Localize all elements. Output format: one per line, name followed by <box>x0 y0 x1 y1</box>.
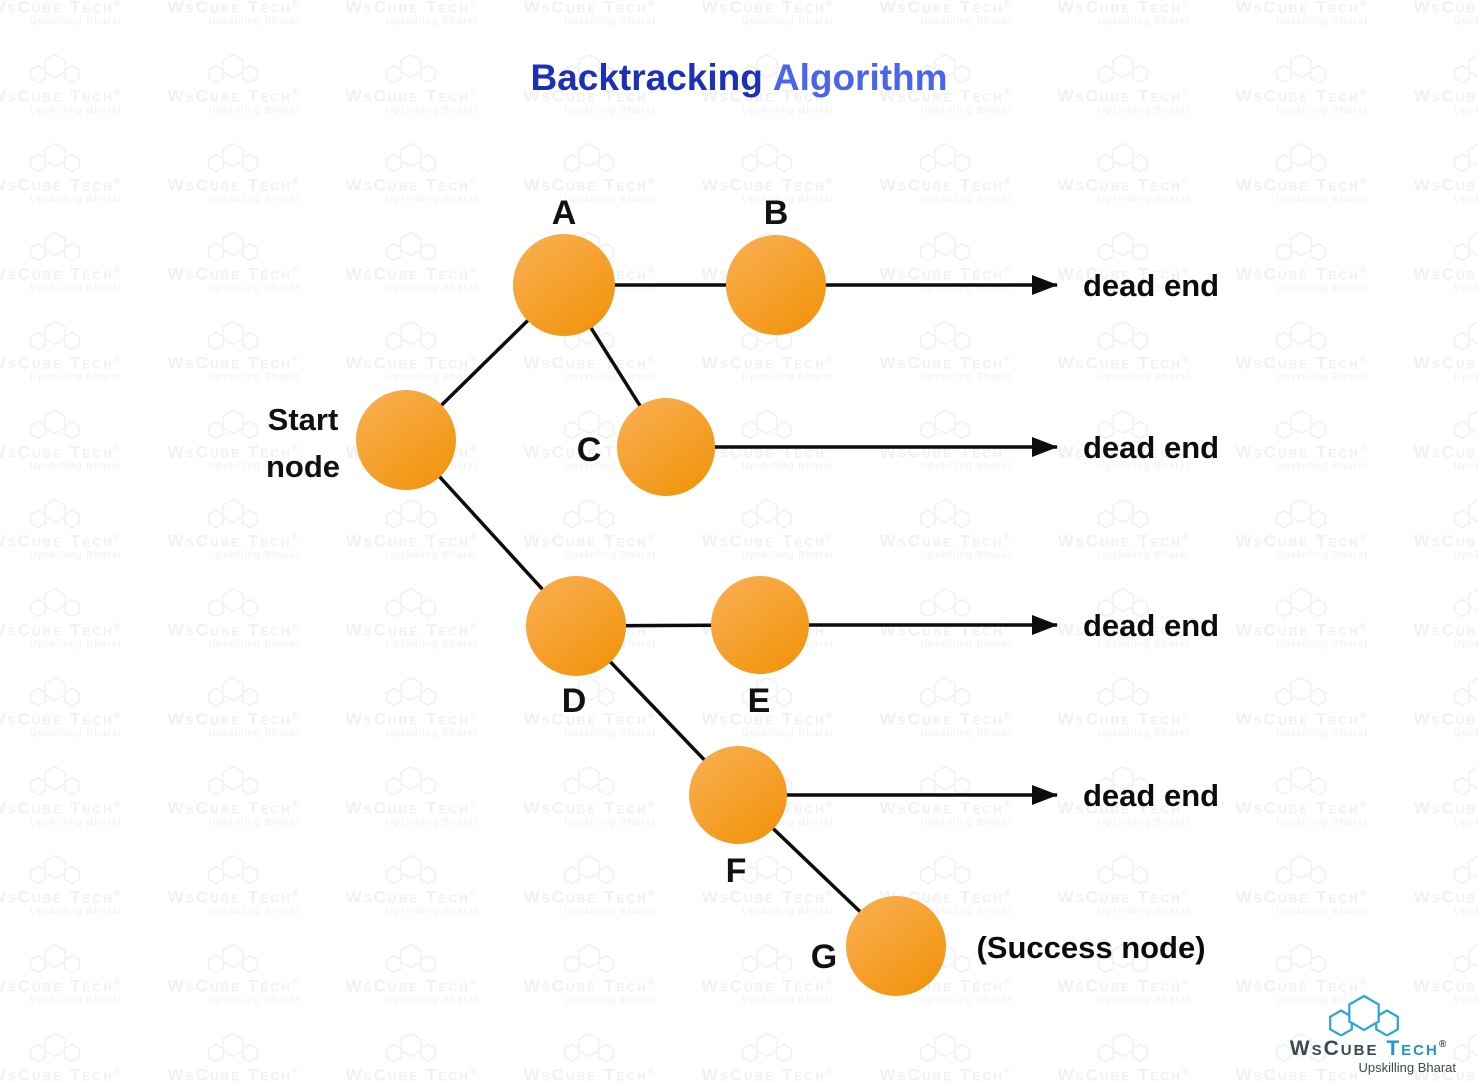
node-label-D: D <box>562 682 587 720</box>
wscube-logo: WsCube Tech® Upskilling Bharat <box>1278 994 1458 1076</box>
logo-hexagons-icon <box>1329 994 1399 1036</box>
dead-end-label-C: dead end <box>1083 430 1219 465</box>
logo-subtitle: Upskilling Bharat <box>1358 1060 1456 1075</box>
node-D <box>526 576 626 676</box>
registered-mark-icon: ® <box>1438 1039 1447 1050</box>
logo-name-primary: WsCube <box>1289 1037 1379 1060</box>
node-E <box>711 576 809 674</box>
node-B <box>726 235 826 335</box>
node-label-E: E <box>748 682 771 720</box>
node-F <box>689 746 787 844</box>
dead-end-label-F: dead end <box>1083 778 1219 813</box>
node-label-B: B <box>764 194 789 232</box>
node-C <box>617 398 715 496</box>
start-node-label-line2: node <box>266 449 340 484</box>
node-label-A: A <box>552 194 577 232</box>
start-node-label-line1: Start <box>268 402 339 437</box>
title-text-primary: Backtracking <box>530 57 763 98</box>
logo-wordmark: WsCube Tech® <box>1278 1034 1458 1060</box>
success-node-label: (Success node) <box>976 930 1205 965</box>
node-label-C: C <box>577 431 602 469</box>
node-label-G: G <box>811 938 837 976</box>
logo-name-secondary: Tech <box>1386 1037 1439 1060</box>
node-A <box>513 234 615 336</box>
node-start <box>356 390 456 490</box>
node-G <box>846 896 946 996</box>
dead-end-label-E: dead end <box>1083 608 1219 643</box>
title-text-secondary: Algorithm <box>772 57 948 98</box>
node-label-F: F <box>726 852 747 890</box>
dead-end-label-B: dead end <box>1083 268 1219 303</box>
